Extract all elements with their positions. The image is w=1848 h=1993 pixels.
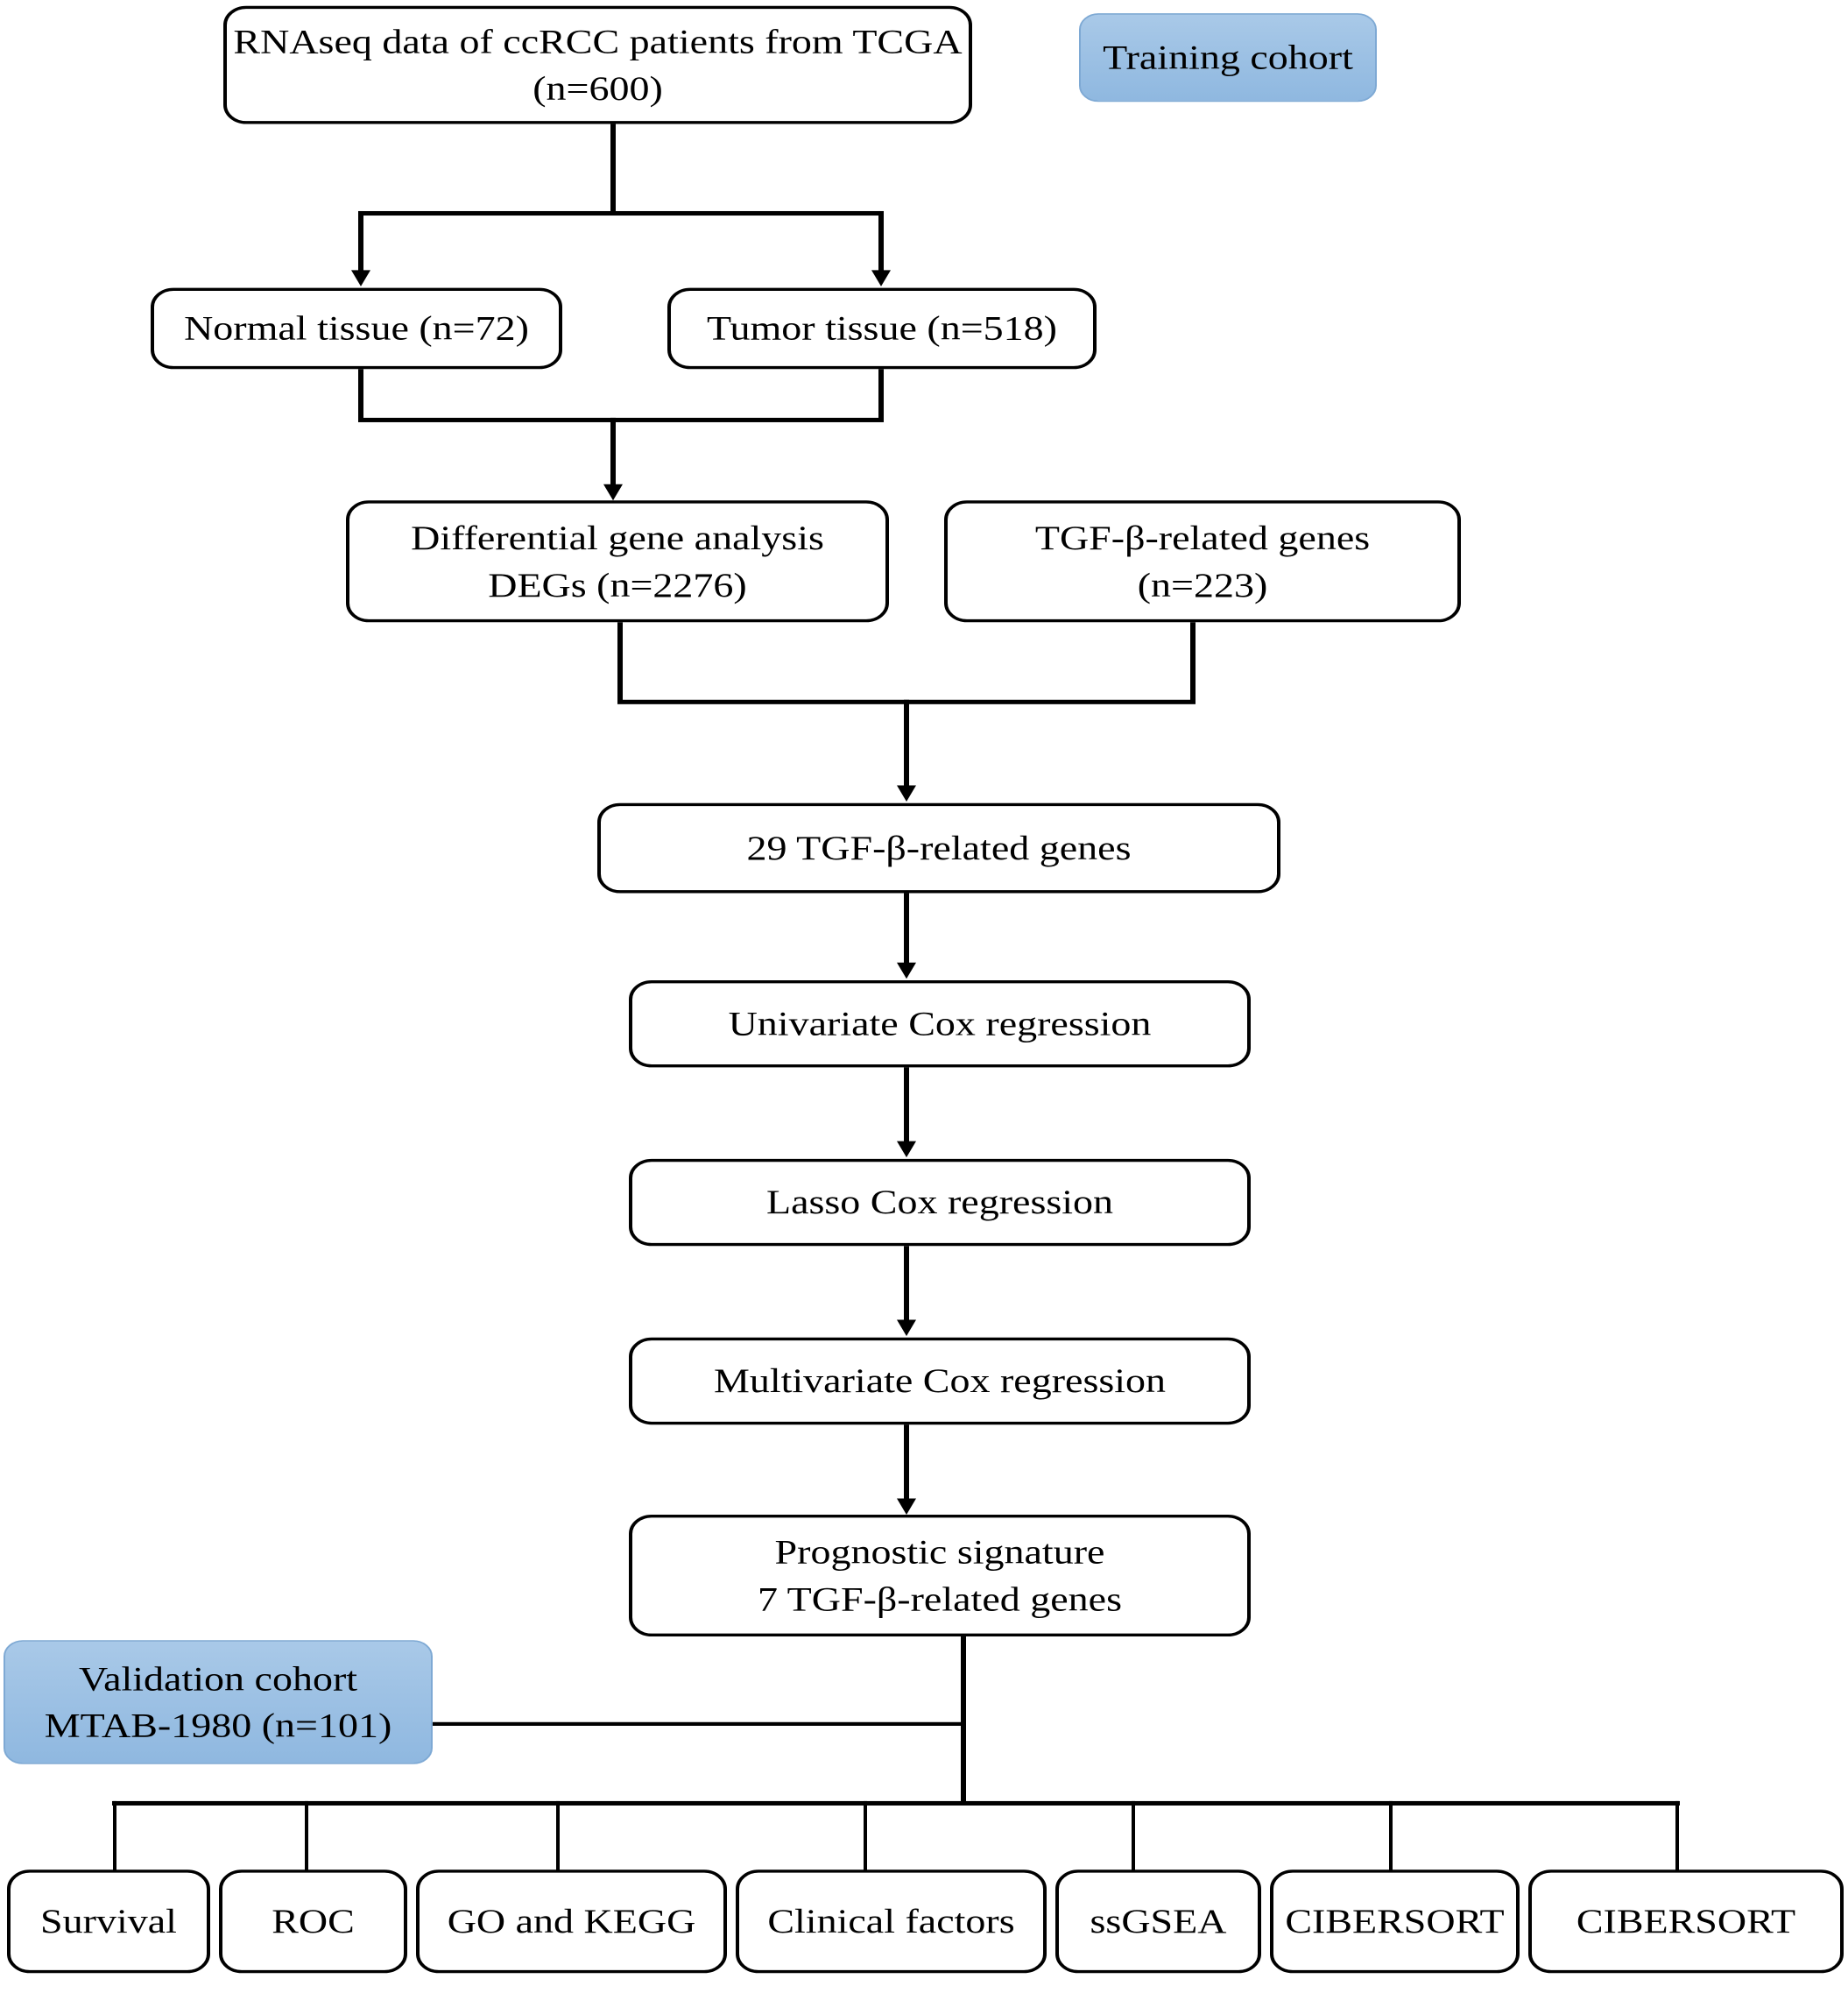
node-prognostic-signature: Prognostic signature 7 TGF-β-related gen… (629, 1515, 1251, 1637)
node-deg-line1: Differential gene analysis (411, 519, 824, 557)
connector-split-left-normal (358, 210, 363, 275)
node-output-go-kegg-label: GO and KEGG (447, 1902, 696, 1940)
node-tgf-genes-line1: TGF-β-related genes (1034, 519, 1371, 557)
connector-source-stem (610, 124, 616, 215)
node-lasso-cox-label: Lasso Cox regression (765, 1183, 1114, 1221)
connector-univariate-to-lasso (904, 1067, 909, 1148)
node-tumor-tissue: Tumor tissue (n=518) (667, 287, 1097, 370)
node-output-cibersort-1: CIBERSORT (1270, 1869, 1520, 1974)
node-tgf-related-genes: TGF-β-related genes (n=223) (944, 500, 1461, 623)
node-output-ssgsea: ssGSEA (1055, 1869, 1261, 1974)
node-29-tgf-genes: 29 TGF-β-related genes (597, 802, 1280, 894)
node-29-tgf-genes-label: 29 TGF-β-related genes (746, 829, 1132, 867)
node-normal-tissue-label: Normal tissue (n=72) (184, 309, 529, 348)
node-differential-gene-analysis: Differential gene analysis DEGs (n=2276) (346, 500, 889, 623)
node-tumor-tissue-label: Tumor tissue (n=518) (707, 309, 1057, 348)
connector-tgf29-to-univariate (904, 893, 909, 969)
node-output-ssgsea-label: ssGSEA (1090, 1902, 1227, 1940)
badge-training-cohort: Training cohort (1079, 13, 1377, 102)
node-output-go-kegg: GO and KEGG (416, 1869, 727, 1974)
node-multivariate-cox: Multivariate Cox regression (629, 1337, 1251, 1425)
connector-distribution-bar (112, 1800, 1680, 1806)
arrow-to-tgf29 (897, 785, 916, 802)
node-lasso-cox: Lasso Cox regression (629, 1158, 1251, 1247)
node-output-survival: Survival (7, 1869, 210, 1974)
arrow-to-multivariate (897, 1319, 916, 1337)
connector-signature-trunk (961, 1636, 966, 1806)
connector-drop-go-kegg (556, 1800, 560, 1876)
badge-validation-cohort: Validation cohort MTAB-1980 (n=101) (4, 1640, 433, 1764)
connector-merge-to-deg (610, 417, 616, 489)
arrow-to-signature (897, 1498, 916, 1515)
arrow-to-normal-tissue (351, 270, 370, 286)
node-output-clinical-factors: Clinical factors (736, 1869, 1047, 1974)
connector-normal-down (358, 369, 363, 421)
badge-validation-cohort-line2: MTAB-1980 (n=101) (44, 1707, 392, 1745)
badge-training-cohort-label: Training cohort (1103, 39, 1353, 77)
node-output-roc-label: ROC (272, 1902, 355, 1940)
badge-validation-cohort-line1: Validation cohort (78, 1659, 358, 1698)
node-rnaseq-source-line2: (n=600) (533, 69, 663, 108)
node-normal-tissue: Normal tissue (n=72) (151, 287, 562, 370)
connector-multivariate-to-signature (904, 1424, 909, 1505)
arrow-to-tumor-tissue (871, 270, 891, 286)
node-tgf-genes-line2: (n=223) (1137, 565, 1268, 604)
arrow-to-deg (603, 484, 623, 501)
arrow-to-lasso (897, 1141, 916, 1158)
connector-drop-clinical-factors (864, 1800, 867, 1876)
connector-merge-to-tgf29 (904, 699, 909, 792)
connector-tumor-down (878, 369, 884, 421)
connector-lasso-to-multivariate (904, 1246, 909, 1326)
connector-split-bar-tissue (358, 210, 884, 216)
node-multivariate-cox-label: Multivariate Cox regression (713, 1361, 1167, 1400)
node-output-survival-label: Survival (40, 1902, 177, 1940)
connector-drop-roc (305, 1800, 308, 1876)
arrow-to-univariate (897, 962, 916, 979)
connector-merge-bar-tissue (358, 417, 884, 422)
connector-drop-cibersort-1 (1389, 1800, 1393, 1876)
connector-tgfgenes-down (1190, 622, 1196, 703)
node-rnaseq-source-line1: RNAseq data of ccRCC patients from TCGA (233, 22, 963, 60)
node-rnaseq-source: RNAseq data of ccRCC patients from TCGA … (223, 5, 972, 124)
node-deg-line2: DEGs (n=2276) (488, 565, 747, 604)
node-univariate-cox-label: Univariate Cox regression (728, 1004, 1152, 1042)
connector-deg-down (617, 622, 623, 703)
node-signature-line2: 7 TGF-β-related genes (758, 1580, 1122, 1618)
node-univariate-cox: Univariate Cox regression (629, 979, 1251, 1068)
connector-split-right-tumor (878, 210, 884, 275)
node-output-cibersort-2: CIBERSORT (1528, 1869, 1844, 1974)
node-output-roc: ROC (219, 1869, 407, 1974)
connector-drop-cibersort-2 (1675, 1800, 1679, 1876)
connector-drop-ssgsea (1132, 1800, 1135, 1876)
connector-validation-to-trunk (429, 1721, 965, 1726)
node-output-cibersort-2-label: CIBERSORT (1576, 1902, 1796, 1940)
node-output-clinical-factors-label: Clinical factors (767, 1902, 1015, 1940)
node-output-cibersort-1-label: CIBERSORT (1285, 1902, 1505, 1940)
connector-drop-survival (113, 1800, 116, 1876)
node-signature-line1: Prognostic signature (774, 1533, 1105, 1572)
